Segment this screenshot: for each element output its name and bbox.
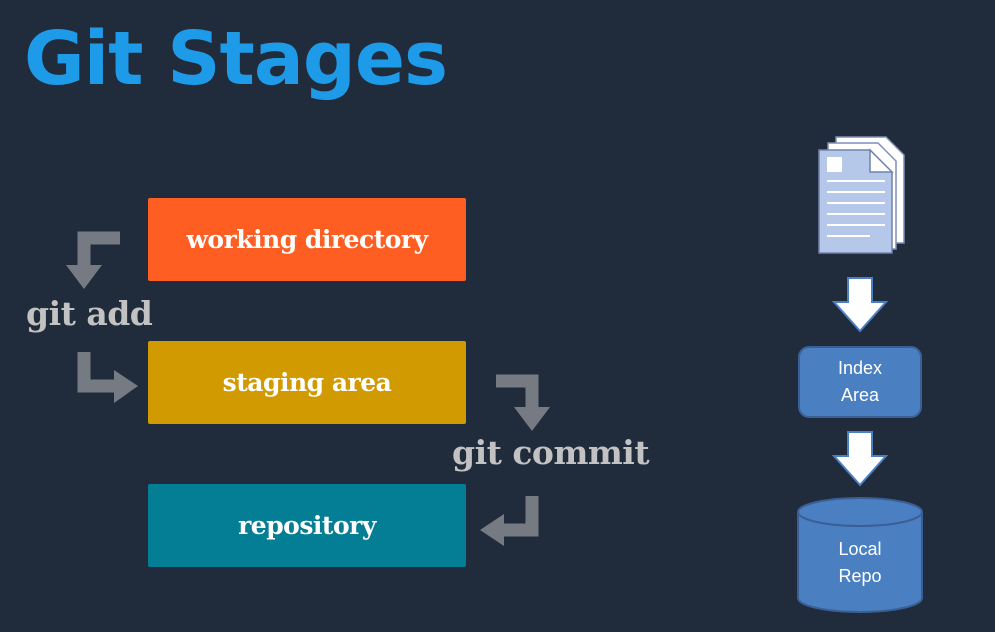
down-arrow-icon bbox=[831, 277, 889, 333]
index-area-label: Index Area bbox=[799, 355, 921, 409]
document-stack-icon bbox=[818, 136, 905, 254]
local-repo-node bbox=[797, 497, 923, 613]
arrow-to-git-commit-head-icon bbox=[514, 407, 550, 431]
staging-area-box: staging area bbox=[148, 341, 466, 424]
git-add-label: git add bbox=[26, 294, 153, 333]
down-arrow-icon bbox=[831, 431, 889, 487]
repository-box: repository bbox=[148, 484, 466, 567]
slide-title: Git Stages bbox=[24, 16, 448, 102]
local-repo-label: Local Repo bbox=[798, 536, 922, 590]
index-area-line2: Area bbox=[840, 385, 880, 405]
arrow-to-repository-head-icon bbox=[480, 514, 504, 546]
arrow-to-git-add-head-icon bbox=[66, 265, 102, 289]
arrow-to-staging-icon bbox=[77, 352, 116, 393]
index-area-node bbox=[798, 346, 922, 418]
local-repo-line2: Repo bbox=[838, 566, 882, 586]
arrow-to-repository-icon bbox=[502, 496, 539, 537]
local-repo-line1: Local bbox=[838, 539, 882, 559]
arrow-to-staging-head-icon bbox=[114, 370, 138, 403]
arrow-to-git-commit-icon bbox=[496, 374, 539, 410]
arrow-to-git-add-icon bbox=[77, 231, 120, 268]
working-directory-box: working directory bbox=[148, 198, 466, 281]
git-commit-label: git commit bbox=[452, 433, 650, 472]
index-area-line1: Index bbox=[837, 358, 883, 378]
